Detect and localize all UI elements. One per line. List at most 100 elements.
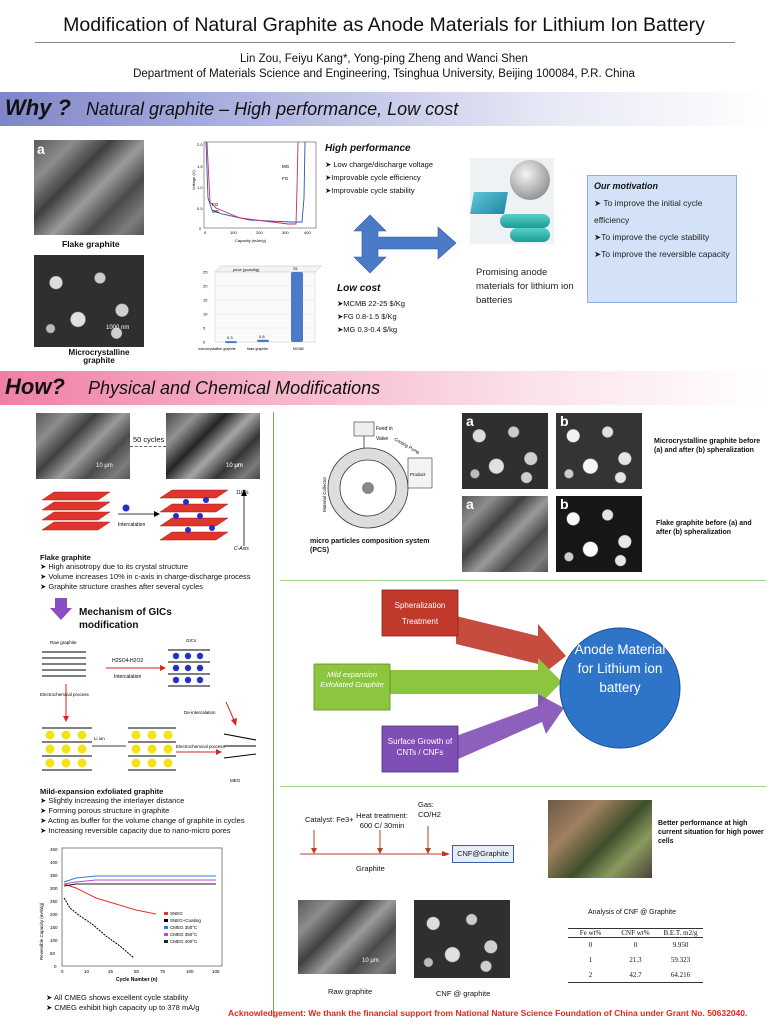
arrow-head-icon (154, 511, 160, 517)
motivation-title: Our motivation (594, 181, 659, 191)
legend-label: FG (282, 176, 289, 181)
list-item: ➤Improvable cycle stability (325, 186, 415, 195)
price-bar (257, 339, 269, 342)
legend-label: SNEG (170, 911, 183, 916)
cost-category: flake graphite (247, 347, 268, 351)
pcs-rotor-label: Material Collector (322, 476, 327, 512)
chart-back-top (214, 265, 322, 273)
table-cell: 2 (588, 970, 593, 979)
cycle-notes: ➤ All CMEG shows excellent cycle stabili… (46, 993, 199, 1013)
product-box (407, 457, 433, 489)
cnf-analysis-table: Fe wt% CNF wt% B.E.T. m2/g 0 0 9.950 1 2… (568, 928, 703, 983)
low-cost-title: Low cost (337, 283, 381, 294)
intercalation-label: Intercalation (114, 674, 141, 680)
graphite-after-cycling-image: 10 μm (166, 413, 260, 479)
arrow-head-icon (442, 851, 450, 856)
list-item: ➤ Acting as buffer for the volume change… (40, 816, 245, 825)
table-row: 0 0 9.950 (568, 938, 703, 953)
table-cell: 9.950 (672, 941, 689, 950)
raw-graphite-sem-image: 10 μm (298, 900, 396, 974)
cnf-graphite-sem-image (414, 900, 510, 978)
cycle-ytick: 250 (50, 899, 58, 904)
legend-swatch (164, 926, 168, 929)
table-cell: 0 (588, 941, 593, 950)
pcs-pump-label: Cooling Pump (394, 437, 421, 456)
cycle-ytick: 350 (50, 873, 58, 878)
price-value-label: 0.8 (259, 334, 265, 339)
flake-graphite-list: ➤ High anisotropy due to its crystal str… (40, 562, 251, 592)
cycle-ytick: 200 (50, 912, 58, 917)
price-bar (291, 272, 303, 342)
voltage-xtick: 300 (282, 230, 289, 235)
high-performance-list: ➤ Low charge/discharge voltage ➤Improvab… (325, 158, 433, 197)
meg-label: MEG (230, 778, 241, 783)
meg-heading: Mild-expansion exfoliated graphite (40, 787, 164, 796)
pcs-product-label: Product (410, 472, 426, 477)
list-item: ➤ Low charge/discharge voltage (325, 160, 434, 169)
electrochem-label: Electrochemical process (40, 692, 90, 697)
cost-ytick: 0 (203, 340, 206, 345)
deintercalation-label: De-intercalation (184, 710, 216, 715)
list-item: ➤Improvable cycle efficiency (325, 173, 421, 182)
scale-bar-label: 1000 nm (106, 325, 130, 331)
arrow-head-icon (311, 848, 317, 854)
flake-graphite-heading: Flake graphite (40, 553, 91, 562)
fg-curve (206, 141, 299, 225)
cylinder-cell-icon (510, 228, 550, 242)
cycle-ytick: 450 (50, 847, 58, 852)
arrow-head-icon (231, 718, 237, 726)
table-cell: 1 (588, 956, 593, 964)
heat-treatment-label: Heat treatment: 600 C/ 30min (356, 811, 408, 830)
poster-title: Modification of Natural Graphite as Anod… (63, 14, 705, 36)
how-section-header: How? Physical and Chemical Modifications (0, 371, 768, 405)
high-performance-title: High performance (325, 143, 411, 154)
voltage-capacity-chart: Voltage (V) Capacity (mAh/g) 0 100 200 3… (191, 141, 317, 243)
mild-expansion-box (313, 663, 391, 711)
list-item: ➤ High anisotropy due to its crystal str… (40, 562, 189, 571)
legend-label: MG (212, 209, 220, 214)
raw-graphite-caption: Raw graphite (328, 987, 373, 996)
cycle-xtick: 75 (160, 969, 166, 974)
list-item: ➤ Volume increases 10% in c-axis in char… (40, 572, 251, 581)
price-bar (225, 341, 237, 344)
flow-arrow-purple (456, 694, 564, 760)
table-row: 2 42.7 64.216 (568, 968, 703, 983)
legend-label: CMEG 350°C (170, 932, 198, 937)
voltage-xtick: 0 (204, 230, 207, 235)
cnf-process-arrows (300, 826, 450, 856)
list-item: ➤ To improve the initial cycle efficienc… (594, 198, 703, 225)
flow-arrow-red (456, 616, 566, 678)
flake-after-sem-image: b (556, 496, 642, 572)
panel-letter: b (560, 413, 569, 429)
series-line-sneg-coating (63, 897, 135, 959)
column-divider (273, 412, 274, 1017)
how-subtitle: Physical and Chemical Modifications (88, 378, 381, 398)
surface-growth-label: Surface Growth of CNTs / CNFs (387, 737, 453, 757)
arrow-line (225, 701, 235, 721)
list-item: ➤To improve the cycle stability (594, 232, 710, 242)
modification-flow-diagram (313, 589, 681, 773)
coin-cell-icon (510, 160, 550, 200)
cost-category: microcrystalline graphite (198, 347, 236, 351)
list-item: ➤MCMB 22-25 $/Kg (337, 299, 405, 308)
pouch-cell-icon (470, 192, 508, 214)
legend-swatch (164, 933, 168, 936)
title-divider (35, 42, 735, 43)
pcs-caption: micro particles composition system (PCS) (310, 538, 430, 554)
table-header-row: Fe wt% CNF wt% B.E.T. m2/g (568, 928, 703, 938)
section-divider (280, 786, 766, 787)
list-item: ➤To improve the reversible capacity (594, 249, 730, 259)
battery-photo (470, 158, 554, 244)
gic-mechanism-diagram: Raw graphite GICs H2SO4-H2O2 Intercalati… (40, 638, 257, 783)
raw-graphite-label: Raw graphite (50, 640, 77, 645)
flow-arrow-green (380, 658, 562, 706)
arrow-head-icon (63, 716, 69, 722)
voltage-ylabel: Voltage (V) (191, 170, 196, 190)
list-item: ➤ Increasing reversible capacity due to … (40, 826, 231, 835)
chart-frame (61, 847, 223, 967)
panel-letter: a (466, 413, 474, 429)
mild-expansion-label: Mild expansion Exfoliated Graphite (320, 670, 384, 689)
graphite-input-label: Graphite (356, 864, 385, 873)
graphite-before-cycling-image: 10 μm (36, 413, 130, 479)
voltage-xtick: 400 (304, 230, 311, 235)
